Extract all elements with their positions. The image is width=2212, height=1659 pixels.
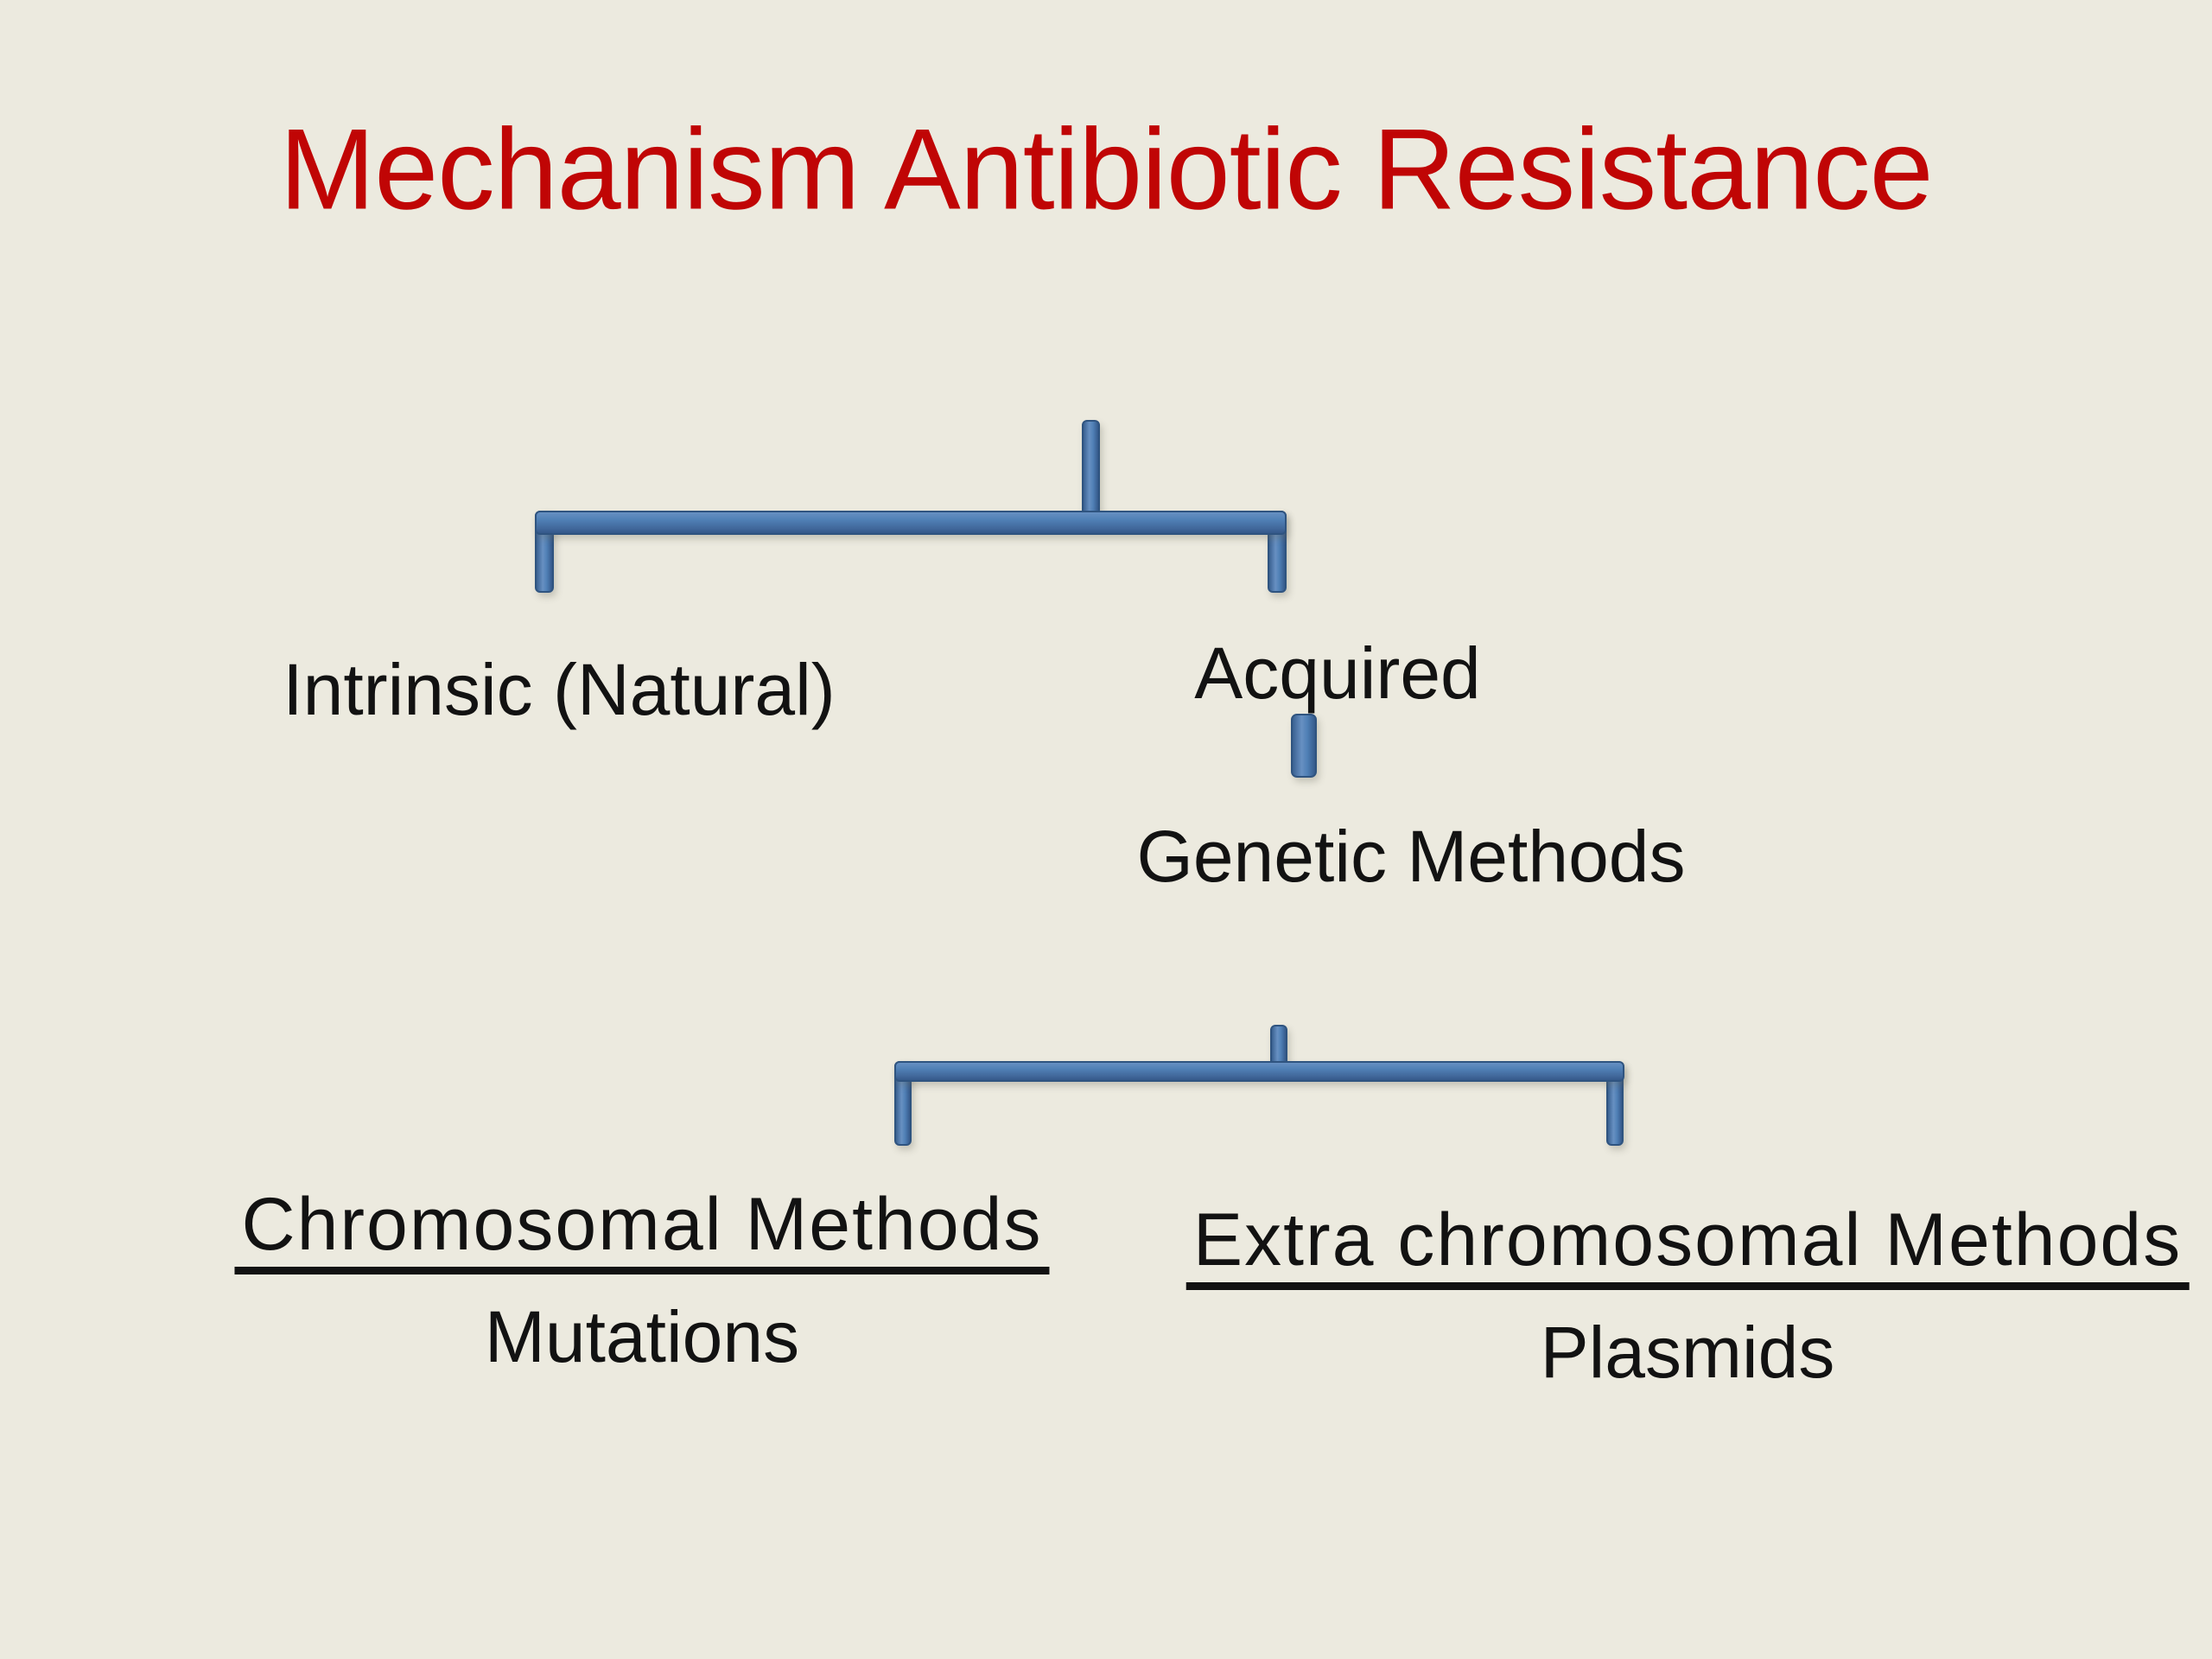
page-title: Mechanism Antibiotic Resistance — [279, 105, 1933, 234]
acquired-connector-bar — [1291, 714, 1317, 778]
node-label-acquired: Acquired — [1194, 632, 1481, 714]
node-label-intrinsic: Intrinsic (Natural) — [283, 649, 836, 730]
genetic-bracket-bar — [894, 1061, 1624, 1082]
root-bracket-stem — [1082, 420, 1100, 520]
extra-chromosomal-methods-subtext: Plasmids — [1540, 1312, 1835, 1393]
extra-chromosomal-methods-group: Extra chromosomal Methods Plasmids — [1185, 1203, 2190, 1393]
root-bracket-bar — [535, 511, 1287, 535]
chromosomal-methods-subtext: Mutations — [484, 1296, 800, 1377]
extra-chromosomal-methods-heading: Extra chromosomal Methods — [1185, 1203, 2190, 1290]
chromosomal-methods-heading: Chromosomal Methods — [234, 1187, 1050, 1274]
node-label-genetic-methods: Genetic Methods — [1136, 816, 1686, 897]
chromosomal-methods-group: Chromosomal Methods Mutations — [234, 1187, 1050, 1377]
